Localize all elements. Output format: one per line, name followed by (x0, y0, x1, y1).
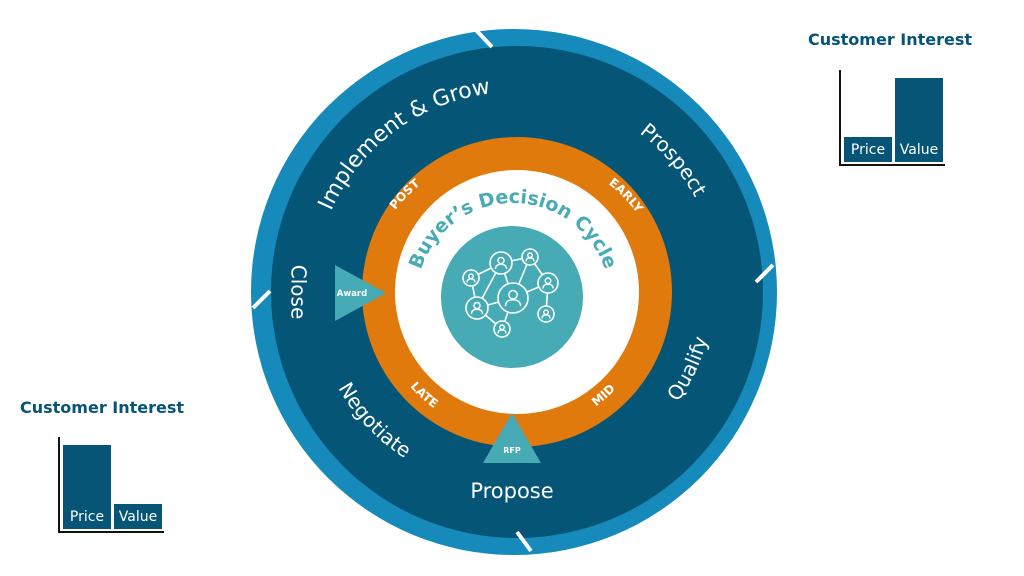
rfp-marker: RFP (483, 413, 541, 463)
price-bar: Price (844, 137, 892, 162)
customer-interest-title-bottom-left: Customer Interest (20, 398, 185, 417)
value-bar-label: Value (118, 509, 158, 525)
person-node-icon (465, 296, 489, 320)
value-bar-label: Value (899, 142, 939, 158)
stage-label-propose: Propose (470, 479, 553, 503)
customer-interest-chart-bottom-left: Price Value (58, 437, 168, 533)
ring-gap-bottom (515, 530, 533, 553)
chart-y-axis (58, 437, 60, 531)
rfp-label: RFP (503, 446, 521, 455)
ring-gap-left (251, 289, 272, 310)
award-label: Award (337, 289, 367, 299)
person-node-icon (489, 251, 513, 275)
price-bar: Price (63, 445, 111, 529)
chart-x-axis (58, 531, 164, 533)
person-node-icon (537, 272, 559, 294)
value-bar: Value (895, 78, 943, 162)
person-node-icon (462, 269, 480, 287)
person-node-icon (497, 282, 529, 314)
customer-interest-title-top-right: Customer Interest (808, 30, 973, 49)
ring-gap-top (472, 26, 494, 49)
chart-y-axis (839, 70, 841, 164)
network-nodes (462, 248, 559, 338)
price-bar-label: Price (69, 509, 105, 525)
person-node-icon (521, 248, 539, 266)
award-triangle (335, 265, 386, 321)
person-node-icon (537, 305, 555, 323)
award-marker: Award (335, 265, 386, 321)
price-bar-label: Price (850, 142, 886, 158)
ring-gap-right (754, 263, 775, 284)
customer-interest-chart-top-right: Price Value (839, 70, 949, 166)
value-bar: Value (114, 504, 162, 529)
person-node-icon (493, 320, 511, 338)
stage-label-close: Close (287, 265, 311, 319)
chart-x-axis (839, 164, 945, 166)
rfp-triangle (483, 413, 541, 463)
